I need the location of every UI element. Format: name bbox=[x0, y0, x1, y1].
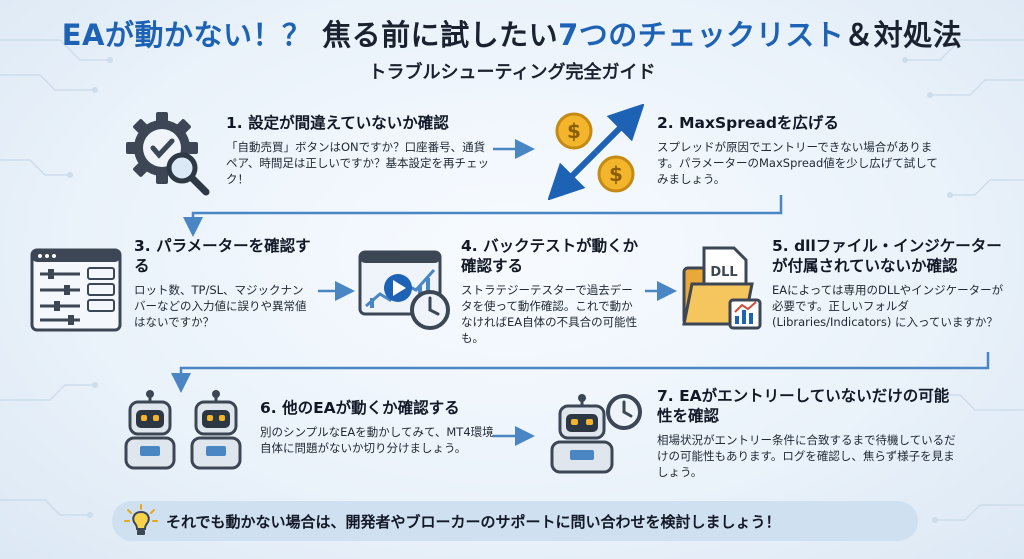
title-part-4: ＆対処法 bbox=[844, 18, 963, 52]
svg-text:DLL: DLL bbox=[710, 265, 737, 280]
step-2-body: スプレッドが原因でエントリーできない場合があります。パラメーターのMaxSpre… bbox=[657, 140, 938, 186]
step-6-body: 別のシンプルなEAを動かしてみて、MT4環境自体に問題がないか切り分けましょう。 bbox=[260, 425, 494, 455]
arrow-5-to-6 bbox=[171, 352, 990, 393]
svg-text:$: $ bbox=[567, 119, 581, 143]
step-4-body: ストラテジーテスターで過去データを使って動作確認。これで動かなければEA自体の不… bbox=[461, 283, 638, 345]
arrow-2-to-3 bbox=[183, 195, 783, 237]
robot-clock-icon bbox=[550, 394, 642, 474]
dll-folder-icon: DLL bbox=[682, 246, 762, 330]
svg-text:$: $ bbox=[609, 162, 623, 186]
step-2: 2. MaxSpreadを広げる スプレッドが原因でエントリーできない場合があり… bbox=[657, 113, 947, 187]
step-5: 5. dllファイル・インジケーターが付属されていないか確認 EAによっては専用… bbox=[772, 236, 1004, 330]
footer-text: それでも動かない場合は、開発者やブローカーのサポートに問い合わせを検討しましょう… bbox=[166, 513, 781, 531]
lightbulb-icon bbox=[124, 504, 158, 535]
step-1-body: 「自動売買」ボタンはONですか？口座番号、通貨ペア、時間足は正しいですか？基本設… bbox=[226, 140, 490, 186]
page-title: EAが動かない！？ 焦る前に試したい7つのチェックリスト＆対処法 bbox=[0, 12, 1024, 54]
coins-arrows-icon: $ $ bbox=[548, 104, 644, 200]
step-5-title: 5. dllファイル・インジケーターが付属されていないか確認 bbox=[772, 237, 1002, 275]
two-robots-icon bbox=[124, 390, 242, 470]
step-7-body: 相場状況がエントリー条件に合致するまで待機しているだけの可能性もあります。ログを… bbox=[657, 433, 956, 479]
step-5-body: EAによっては専用のDLLやインジケーターが必要です。正しいフォルダ (Libr… bbox=[772, 283, 1004, 329]
step-2-title: 2. MaxSpreadを広げる bbox=[657, 114, 839, 132]
step-1-title: 1. 設定が間違えていないか確認 bbox=[226, 114, 449, 132]
step-3-body: ロット数、TP/SL、マジックナンバーなどの入力値に誤りや異常値はないですか？ bbox=[134, 283, 307, 329]
step-3-title: 3. パラメーターを確認する bbox=[134, 237, 311, 275]
title-part-1: EAが動かない！？ bbox=[61, 18, 312, 52]
step-6: 6. 他のEAが動くか確認する 別のシンプルなEAを動かしてみて、MT4環境自体… bbox=[260, 398, 494, 456]
step-4: 4. バックテストが動くか確認する ストラテジーテスターで過去データを使って動作… bbox=[461, 236, 641, 346]
title-part-3: 7つのチェックリスト bbox=[558, 18, 845, 52]
page-subtitle: トラブルシューティング完全ガイド bbox=[368, 62, 656, 83]
gear-check-magnifier-icon bbox=[126, 112, 210, 196]
footer-bar bbox=[112, 501, 918, 541]
step-4-title: 4. バックテストが動くか確認する bbox=[461, 237, 639, 275]
step-3: 3. パラメーターを確認する ロット数、TP/SL、マジックナンバーなどの入力値… bbox=[134, 236, 314, 330]
settings-sliders-icon bbox=[30, 248, 122, 332]
title-part-2: 焦る前に試したい bbox=[322, 18, 559, 52]
step-7: 7. EAがエントリーしていないだけの可能性を確認 相場状況がエントリー条件に合… bbox=[657, 386, 957, 480]
step-7-title: 7. EAがエントリーしていないだけの可能性を確認 bbox=[657, 387, 950, 425]
step-6-title: 6. 他のEAが動くか確認する bbox=[260, 399, 460, 417]
step-1: 1. 設定が間違えていないか確認 「自動売買」ボタンはONですか？口座番号、通貨… bbox=[226, 113, 494, 187]
backtest-video-chart-icon bbox=[358, 250, 450, 330]
